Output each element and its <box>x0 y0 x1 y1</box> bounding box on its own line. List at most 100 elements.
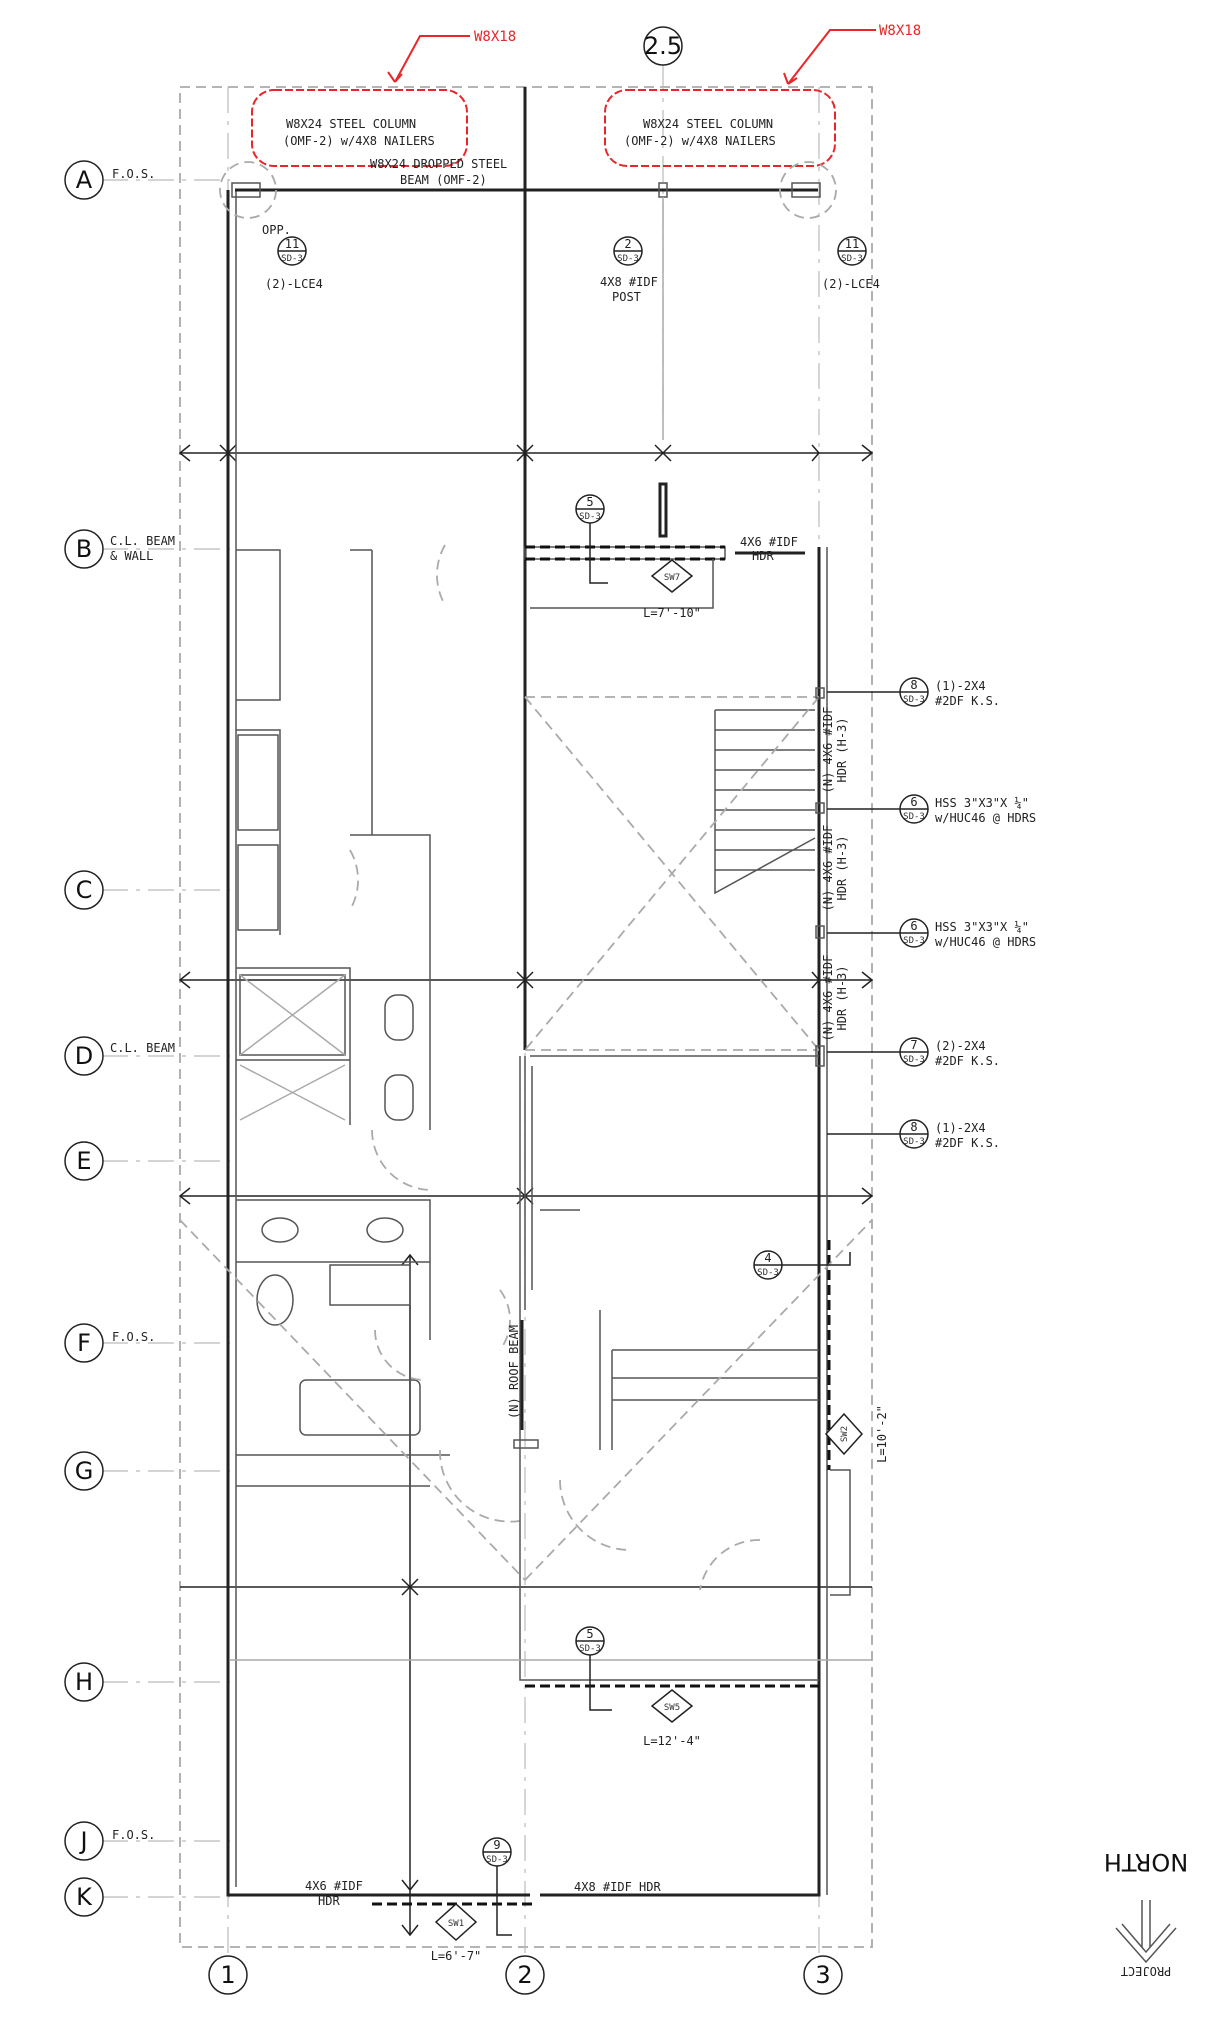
plan-label: HDR <box>752 549 774 563</box>
plan-label: 7 <box>910 1038 917 1052</box>
plan-label: D <box>75 1042 93 1070</box>
north-arrow: NORTH PROJECT <box>1104 1848 1188 1978</box>
plan-label: K <box>76 1883 93 1911</box>
grid-1: 1 <box>220 1961 235 1989</box>
top-notes: W8X24 STEEL COLUMN (OMF-2) w/4X8 NAILERS… <box>219 117 880 304</box>
plan-label: SD-3 <box>617 254 639 264</box>
connector-note-right: (2)-LCE4 <box>822 277 880 291</box>
plan-label: G <box>75 1457 94 1485</box>
plan-label: SD-3 <box>579 512 601 522</box>
plan-label: 4X8 #IDF HDR <box>574 1880 661 1894</box>
stair <box>714 709 816 895</box>
beam-note-2: BEAM (OMF-2) <box>400 173 487 187</box>
plan-label: SD-3 <box>579 1644 601 1654</box>
plan-label: HDR (H-3) <box>835 835 849 900</box>
grid-2.5: 2.5 <box>644 32 682 60</box>
plan-label: C <box>76 876 93 904</box>
plan-label: 8 <box>910 1120 917 1134</box>
plan-label: HDR <box>318 1894 340 1908</box>
plan-label: B <box>76 535 92 563</box>
plan-label: (N) 4X6 #IDF <box>821 825 835 912</box>
beam-note: W8X24 DROPPED STEEL <box>370 157 507 171</box>
column-note-right: W8X24 STEEL COLUMN <box>643 117 773 131</box>
detail-bubble: 7SD-3 <box>899 1037 929 1067</box>
plan-label: SW7 <box>664 573 680 583</box>
plan-label: 6 <box>910 919 917 933</box>
detail-bubble: 4SD-3 <box>753 1250 851 1280</box>
plan-label: SD-3 <box>486 1855 508 1865</box>
plan-label: SD-3 <box>281 254 303 264</box>
plan-label: 9 <box>493 1838 500 1852</box>
walls <box>179 87 900 1906</box>
plan-label: A <box>76 166 93 194</box>
plan-label: H <box>75 1668 93 1696</box>
plan-label: E <box>76 1147 91 1175</box>
plan-label: SD-3 <box>903 812 925 822</box>
plan-label: HDR (H-3) <box>835 717 849 782</box>
post-note: 4X8 #IDF <box>600 275 658 289</box>
plan-label: (2)-2X4 <box>935 1039 986 1053</box>
plan-label: F <box>77 1329 91 1357</box>
right-callouts: (1)-2X4#2DF K.S. HSS 3"X3"X ¼"w/HUC46 @ … <box>935 679 1036 1150</box>
plan-label: (1)-2X4 <box>935 1121 986 1135</box>
plan-label: F.O.S. <box>112 167 155 181</box>
plan-label: 2 <box>624 237 631 251</box>
column-note-left-2: (OMF-2) w/4X8 NAILERS <box>283 134 435 148</box>
plan-label: J <box>78 1827 87 1855</box>
plan-label: SW2 <box>840 1426 850 1442</box>
plan-label: #2DF K.S. <box>935 1054 1000 1068</box>
revision-label-right: W8X18 <box>879 23 921 39</box>
plan-label: SD-3 <box>757 1268 779 1278</box>
plan-label: L=6'-7" <box>431 1949 482 1963</box>
plan-label: 6 <box>910 795 917 809</box>
plan-label: w/HUC46 @ HDRS <box>935 811 1036 825</box>
plan-label: SW1 <box>448 1919 464 1929</box>
detail-bubble: 6SD-3 <box>899 794 929 824</box>
plan-label: SD-3 <box>903 1137 925 1147</box>
detail-bubble: 5SD-3 <box>575 494 608 584</box>
detail-bubble: 2SD-3 <box>613 236 643 266</box>
project-label: PROJECT <box>1121 1964 1172 1978</box>
plan-label: 4 <box>764 1251 771 1265</box>
plan-label: 5 <box>586 495 593 509</box>
plan-label: w/HUC46 @ HDRS <box>935 935 1036 949</box>
plan-label: L=7'-10" <box>643 606 701 620</box>
plan-label: C.L. BEAM <box>110 1041 175 1055</box>
plan-label: F.O.S. <box>112 1330 155 1344</box>
north-label: NORTH <box>1104 1848 1188 1876</box>
row-grid-bubbles: A B C D E F G H J K F.O.S. C.L. BEAM & W… <box>64 160 175 1917</box>
shear-wall-sw2: SW2 L=10'-2" <box>824 1405 889 1463</box>
revision-label-left: W8X18 <box>474 29 516 45</box>
plan-label: HDR (H-3) <box>835 965 849 1030</box>
detail-bubble: 8SD-3 <box>899 677 929 707</box>
plan-label: SD-3 <box>903 936 925 946</box>
plan-label: 4X6 #IDF <box>740 535 798 549</box>
plan-label: C.L. BEAM <box>110 534 175 548</box>
plan-label: HSS 3"X3"X ¼" <box>935 796 1029 810</box>
opp-note: OPP. <box>262 223 291 237</box>
column-note-left: W8X24 STEEL COLUMN <box>286 117 416 131</box>
plan-label: SD-3 <box>903 1055 925 1065</box>
plan-label: HSS 3"X3"X ¼" <box>935 920 1029 934</box>
plan-label: 11 <box>285 237 299 251</box>
plan-label: SD-3 <box>841 254 863 264</box>
grid-3: 3 <box>815 1961 830 1989</box>
detail-bubble: 5SD-3 <box>575 1626 612 1711</box>
plan-label: & WALL <box>110 549 153 563</box>
plan-label: (N) 4X6 #IDF <box>821 707 835 794</box>
plan-label: #2DF K.S. <box>935 1136 1000 1150</box>
plan-label: SD-3 <box>903 695 925 705</box>
grid-2: 2 <box>517 1961 532 1989</box>
column-grid-bubbles: 2.5 1 2 3 <box>208 26 843 1995</box>
plan-label: (N) 4X6 #IDF <box>821 955 835 1042</box>
revision-clouds: W8X18 W8X18 <box>251 23 921 167</box>
plan-label: #2DF K.S. <box>935 694 1000 708</box>
connector-note-left: (2)-LCE4 <box>265 277 323 291</box>
plan-label: SW5 <box>664 1703 680 1713</box>
plan-label: L=10'-2" <box>875 1405 889 1463</box>
plan-label: (N) ROOF BEAM <box>507 1325 521 1419</box>
